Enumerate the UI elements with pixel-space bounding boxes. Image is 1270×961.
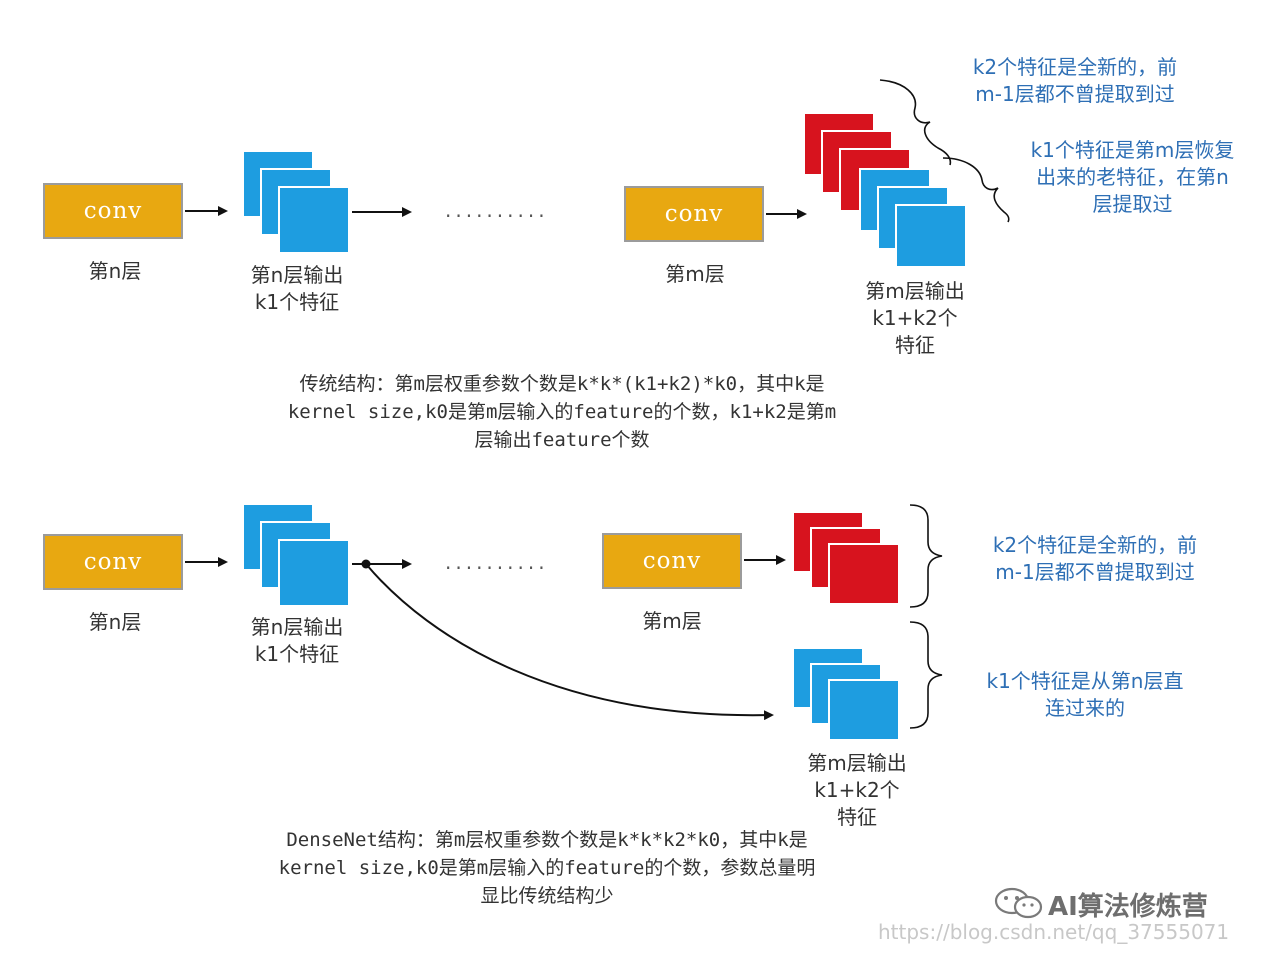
caption-line: 第m层输出: [865, 279, 965, 303]
bottom-m-output-caption: 第m层输出 k1+k2个 特征: [782, 750, 932, 831]
caption-line: k1个特征: [254, 290, 340, 314]
note-line: k1个特征是从第n层直: [986, 669, 1184, 693]
caption-line: k1+k2个: [814, 778, 900, 802]
bottom-brace-new-features: [909, 504, 943, 608]
caption-line: 第n层输出: [250, 263, 344, 287]
skip-connection-arrow: [365, 563, 774, 721]
feature-map-blue: [278, 186, 350, 254]
caption-line: 第n层输出: [250, 615, 344, 639]
note-line: k2个特征是全新的，前: [992, 533, 1198, 557]
caption-line: k1个特征: [254, 642, 340, 666]
description-line: 传统结构：第m层权重参数个数是k*k*(k1+k2)*k0，其中k是: [299, 373, 825, 395]
note-line: k1个特征是第m层恢复: [1030, 138, 1235, 162]
note-line: m-1层都不曾提取到过: [975, 82, 1175, 106]
bottom-brace-direct-features: [909, 621, 943, 729]
note-line: k2个特征是全新的，前: [972, 55, 1178, 79]
feature-map-red: [828, 543, 900, 605]
top-conv-n-box: conv: [43, 183, 183, 239]
top-conv-n-label: conv: [83, 198, 143, 224]
description-line: DenseNet结构：第m层权重参数个数是k*k*k2*k0，其中k是: [286, 829, 808, 851]
top-ellipsis: ..........: [445, 198, 549, 222]
feature-map-blue: [278, 539, 350, 607]
description-line: kernel size,k0是第m层输入的feature的个数，k1+k2是第m: [287, 401, 837, 423]
top-conv-n-caption: 第n层: [88, 259, 142, 283]
top-conv-m-box: conv: [624, 186, 764, 242]
note-line: 出来的老特征，在第n: [1036, 165, 1229, 189]
description-line: kernel size,k0是第m层输入的feature的个数，参数总量明: [278, 857, 816, 879]
description-line: 层输出feature个数: [474, 429, 650, 451]
top-n-output-feature-stack: [242, 150, 352, 255]
bottom-n-output-feature-stack: [242, 503, 352, 608]
watermark-url: https://blog.csdn.net/qq_37555071: [878, 920, 1230, 944]
bottom-conv-n-box: conv: [43, 534, 183, 590]
top-conv-m-caption: 第m层: [665, 262, 725, 286]
top-note-new-features: k2个特征是全新的，前 m-1层都不曾提取到过: [930, 54, 1220, 108]
bottom-conv-m-label: conv: [642, 548, 702, 574]
wechat-icon: [990, 886, 1050, 920]
feature-map-blue: [828, 679, 900, 741]
top-note-old-features: k1个特征是第m层恢复 出来的老特征，在第n 层提取过: [1000, 137, 1265, 218]
top-brace-new-features: [879, 79, 952, 166]
top-m-output-caption: 第m层输出 k1+k2个 特征: [840, 278, 990, 359]
top-description: 传统结构：第m层权重参数个数是k*k*(k1+k2)*k0，其中k是 kerne…: [212, 370, 912, 454]
top-brace-old-features: [942, 157, 1010, 223]
caption-line: 特征: [895, 333, 935, 357]
bottom-conv-m-box: conv: [602, 533, 742, 589]
note-line: 连过来的: [1045, 696, 1125, 720]
caption-line: 第m层输出: [807, 751, 907, 775]
top-n-output-caption: 第n层输出 k1个特征: [222, 262, 372, 316]
bottom-m-reused-feature-stack: [792, 647, 902, 747]
feature-map-blue: [895, 204, 967, 268]
bottom-conv-n-label: conv: [83, 549, 143, 575]
bottom-ellipsis: ..........: [445, 550, 549, 574]
note-line: m-1层都不曾提取到过: [995, 560, 1195, 584]
bottom-m-new-feature-stack: [792, 511, 902, 611]
caption-line: 特征: [837, 805, 877, 829]
note-line: 层提取过: [1092, 192, 1173, 216]
caption-line: k1+k2个: [872, 306, 958, 330]
bottom-description: DenseNet结构：第m层权重参数个数是k*k*k2*k0，其中k是 kern…: [222, 826, 872, 910]
top-conv-m-label: conv: [664, 201, 724, 227]
bottom-note-direct-features: k1个特征是从第n层直 连过来的: [945, 668, 1225, 722]
bottom-conv-n-caption: 第n层: [88, 610, 142, 634]
description-line: 显比传统结构少: [480, 885, 614, 907]
bottom-conv-m-caption: 第m层: [642, 609, 702, 633]
watermark-brand: AI算法修炼营: [1048, 892, 1208, 922]
top-m-output-feature-stack: [803, 112, 973, 272]
bottom-n-output-caption: 第n层输出 k1个特征: [222, 614, 372, 668]
bottom-note-new-features: k2个特征是全新的，前 m-1层都不曾提取到过: [950, 532, 1240, 586]
